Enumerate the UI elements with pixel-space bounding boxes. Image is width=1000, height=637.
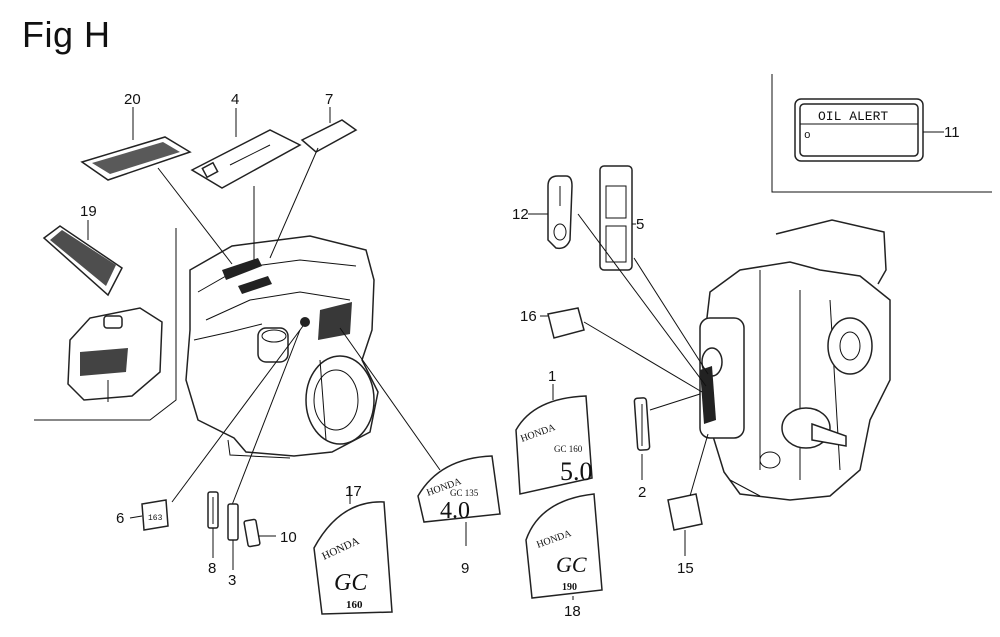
- callout-20: 20: [124, 91, 141, 108]
- callout-numbers: 20 4 7 11 19 12 5 16 1 2 17 6 8 3 10 9 1…: [80, 91, 960, 620]
- leader-lines-left: [157, 147, 441, 506]
- svg-text:163: 163: [148, 514, 163, 523]
- label-5: [599, 165, 633, 271]
- svg-text:5.0: 5.0: [560, 457, 593, 486]
- label-8: [207, 491, 219, 529]
- label-3: [227, 503, 239, 541]
- callout-12: 12: [512, 206, 529, 223]
- oil-alert-label: OIL ALERT: [818, 109, 888, 124]
- callout-11: 11: [944, 124, 960, 141]
- svg-text:160: 160: [346, 599, 363, 611]
- decal-7: [300, 107, 358, 153]
- figure-title: Fig H: [22, 14, 111, 55]
- callout-6: 6: [116, 510, 124, 527]
- fuel-tank: [34, 228, 177, 421]
- decal-1: HONDA GC 160 5.0: [515, 384, 593, 495]
- svg-text:4.0: 4.0: [440, 498, 470, 524]
- callout-18: 18: [564, 603, 581, 620]
- svg-text:GC 135: GC 135: [450, 488, 479, 498]
- label-6: 163: [141, 499, 169, 531]
- callout-stubs: [129, 213, 636, 570]
- label-2: [633, 397, 651, 480]
- oil-alert-inset: OIL ALERT o: [771, 74, 992, 193]
- decal-9: HONDA GC 135 4.0: [417, 455, 501, 546]
- callout-2: 2: [638, 484, 646, 501]
- callout-15: 15: [677, 560, 694, 577]
- svg-text:GC 160: GC 160: [554, 444, 583, 454]
- callout-9: 9: [461, 560, 469, 577]
- svg-text:o: o: [804, 130, 811, 142]
- label-15: [667, 493, 703, 556]
- label-12: [547, 175, 573, 250]
- decal-19: [42, 220, 123, 297]
- callout-19: 19: [80, 203, 97, 220]
- decal-20: [80, 107, 192, 181]
- engine-left: [185, 235, 379, 459]
- decal-17: HONDA GC 160: [313, 486, 393, 615]
- callout-16: 16: [520, 308, 537, 325]
- callout-17: 17: [345, 483, 362, 500]
- label-16: [540, 307, 585, 339]
- engine-right: [699, 219, 891, 501]
- decal-18: HONDA GC 190: [525, 493, 603, 600]
- svg-text:GC: GC: [556, 552, 587, 577]
- svg-text:190: 190: [562, 582, 577, 593]
- decal-4: [190, 108, 302, 189]
- callout-7: 7: [325, 91, 333, 108]
- callout-4: 4: [231, 91, 239, 108]
- callout-1: 1: [548, 368, 556, 385]
- callout-3: 3: [228, 572, 236, 589]
- label-10: [243, 518, 261, 548]
- leader-lines-right: [577, 213, 709, 497]
- callout-8: 8: [208, 560, 216, 577]
- callout-10: 10: [280, 529, 297, 546]
- svg-text:GC: GC: [334, 570, 368, 596]
- callout-5: 5: [636, 216, 644, 233]
